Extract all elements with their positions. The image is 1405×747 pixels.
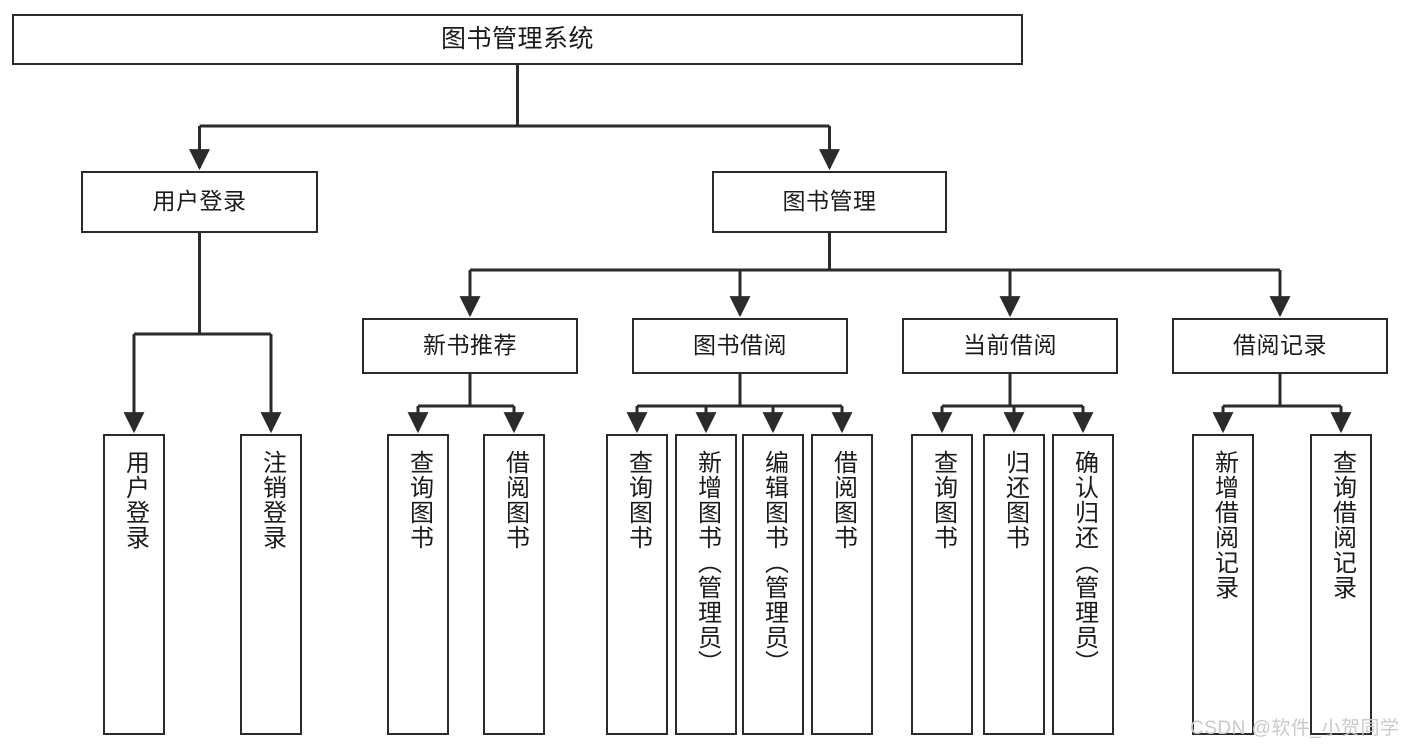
node-leaf-borrow-book-1-label: 借阅图书 xyxy=(501,450,529,550)
node-book-manage-label: 图书管理 xyxy=(782,188,877,215)
node-leaf-return-book-label: 归还图书 xyxy=(1001,450,1029,550)
node-leaf-add-record-label: 新增借阅记录 xyxy=(1210,450,1238,600)
node-new-book-recommend[interactable]: 新书推荐 xyxy=(362,318,578,374)
node-borrow-record-label: 借阅记录 xyxy=(1233,332,1327,359)
csdn-watermark: CSDN @软件_小贺同学 xyxy=(1190,718,1400,739)
node-new-book-recommend-label: 新书推荐 xyxy=(423,332,517,359)
node-current-borrow-label: 当前借阅 xyxy=(963,332,1057,359)
node-leaf-borrow-book-2[interactable]: 借阅图书 xyxy=(811,434,873,735)
node-leaf-query-book-2-label: 查询图书 xyxy=(624,450,652,550)
node-leaf-edit-book[interactable]: 编辑图书（管理员） xyxy=(742,434,804,735)
node-leaf-query-book-2[interactable]: 查询图书 xyxy=(606,434,668,735)
node-leaf-user-logout-label: 注销登录 xyxy=(258,450,286,550)
node-leaf-add-book-label: 新增图书（管理员） xyxy=(693,450,721,675)
node-user-login-label: 用户登录 xyxy=(152,188,247,215)
node-book-borrow-label: 图书借阅 xyxy=(693,332,787,359)
node-leaf-query-record-label: 查询借阅记录 xyxy=(1328,450,1356,600)
node-root-label: 图书管理系统 xyxy=(440,24,594,53)
node-leaf-query-book-3[interactable]: 查询图书 xyxy=(911,434,973,735)
node-current-borrow[interactable]: 当前借阅 xyxy=(902,318,1118,374)
node-book-manage[interactable]: 图书管理 xyxy=(712,171,947,233)
node-leaf-user-login[interactable]: 用户登录 xyxy=(103,434,165,735)
node-leaf-return-book[interactable]: 归还图书 xyxy=(983,434,1045,735)
node-leaf-query-book-3-label: 查询图书 xyxy=(929,450,957,550)
node-book-borrow[interactable]: 图书借阅 xyxy=(632,318,848,374)
node-leaf-edit-book-label: 编辑图书（管理员） xyxy=(760,450,788,675)
node-leaf-user-logout[interactable]: 注销登录 xyxy=(240,434,302,735)
node-leaf-confirm-return[interactable]: 确认归还（管理员） xyxy=(1052,434,1114,735)
node-user-login[interactable]: 用户登录 xyxy=(81,171,318,233)
node-borrow-record[interactable]: 借阅记录 xyxy=(1172,318,1388,374)
node-leaf-query-record[interactable]: 查询借阅记录 xyxy=(1310,434,1372,735)
node-leaf-query-book-1[interactable]: 查询图书 xyxy=(387,434,449,735)
node-leaf-user-login-label: 用户登录 xyxy=(121,450,149,550)
node-leaf-borrow-book-1[interactable]: 借阅图书 xyxy=(483,434,545,735)
node-leaf-query-book-1-label: 查询图书 xyxy=(405,450,433,550)
node-root[interactable]: 图书管理系统 xyxy=(12,14,1023,65)
node-leaf-add-record[interactable]: 新增借阅记录 xyxy=(1192,434,1254,735)
node-leaf-borrow-book-2-label: 借阅图书 xyxy=(829,450,857,550)
node-leaf-confirm-return-label: 确认归还（管理员） xyxy=(1070,450,1098,675)
node-leaf-add-book[interactable]: 新增图书（管理员） xyxy=(675,434,737,735)
